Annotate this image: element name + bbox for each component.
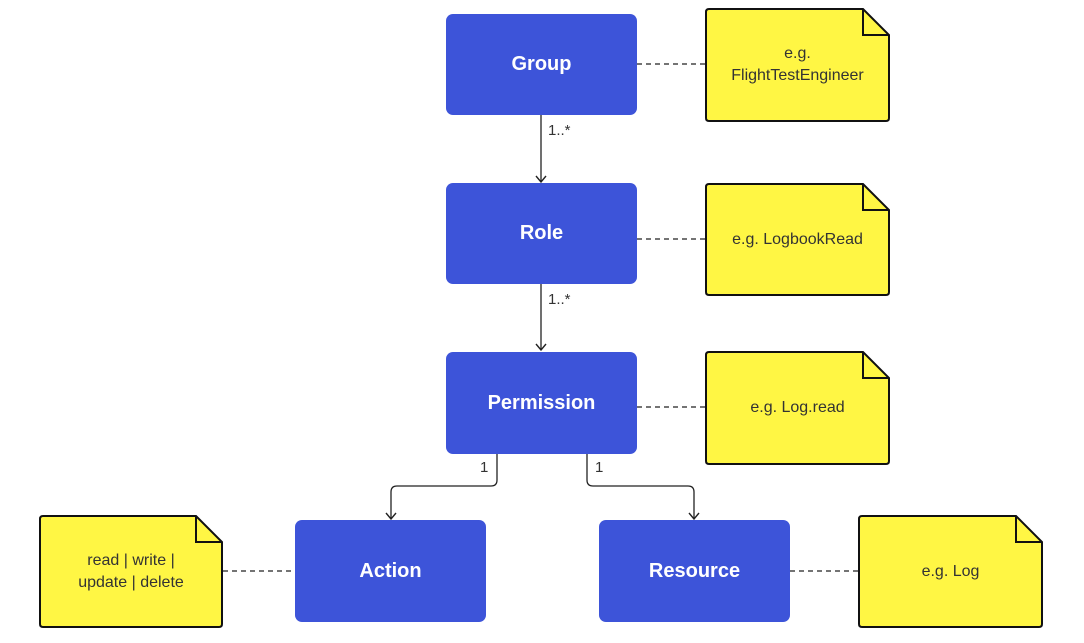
group-entity[interactable]: Group — [446, 14, 637, 115]
permission-resource-multiplicity: 1 — [595, 459, 604, 476]
role-note: e.g. LogbookRead — [732, 230, 863, 248]
permission-action-multiplicity: 1 — [480, 459, 489, 476]
resource-note-shape — [858, 515, 1043, 628]
permission-note-shape — [705, 351, 890, 465]
permission-resource-arrow — [586, 454, 694, 519]
role-entity[interactable]: Role — [446, 183, 637, 284]
resource-note: e.g. Log — [921, 562, 980, 580]
permission-action-arrow — [391, 454, 498, 519]
action-note-line2: update | delete — [78, 573, 184, 591]
action-entity[interactable]: Action — [295, 520, 486, 622]
action-note-shape — [39, 515, 223, 628]
action-note: read | write | update | delete — [40, 516, 222, 627]
permission-note: e.g. Log.read — [750, 399, 845, 416]
group-note-line1: e.g. — [784, 45, 811, 62]
group-note-line2: FlightTestEngineer — [731, 67, 864, 84]
group-note: e.g. FlightTestEngineer — [706, 9, 889, 121]
group-role-multiplicity: 1..* — [548, 122, 571, 139]
role-note-shape — [705, 183, 890, 296]
role-permission-multiplicity: 1..* — [548, 291, 571, 308]
group-note-shape — [705, 8, 890, 122]
action-note-line1: read | write | — [87, 551, 175, 569]
resource-entity[interactable]: Resource — [599, 520, 790, 622]
permission-entity[interactable]: Permission — [446, 352, 637, 454]
